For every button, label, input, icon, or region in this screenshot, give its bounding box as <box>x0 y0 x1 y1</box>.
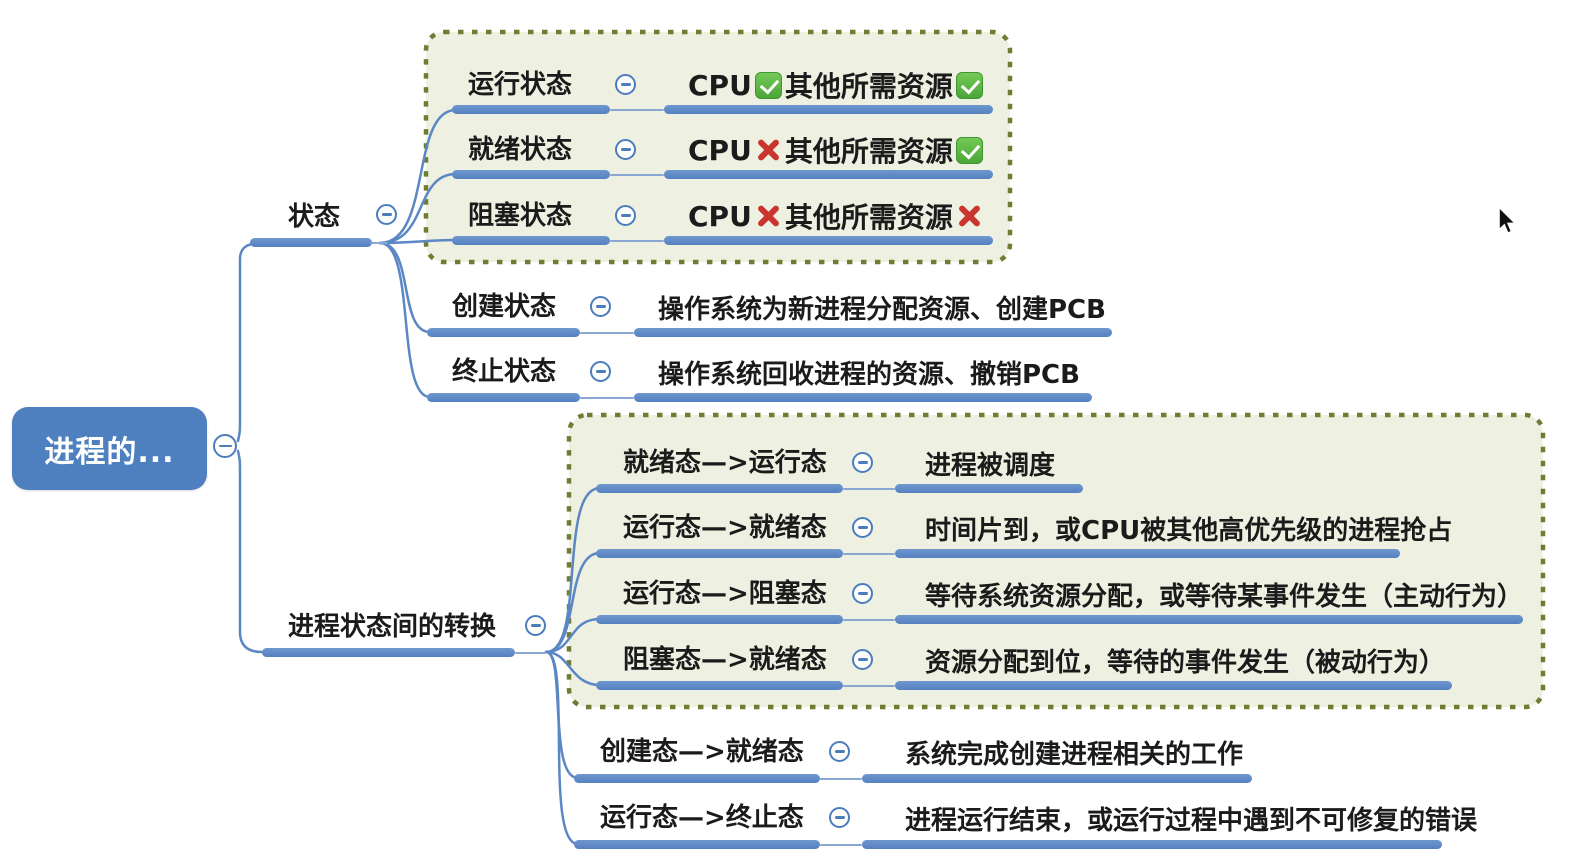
collapse-icon[interactable] <box>829 807 850 828</box>
node-running-state-content[interactable]: CPU 其他所需资源 <box>688 68 986 103</box>
node-underline-thin <box>580 331 634 334</box>
node-terminate-state-label[interactable]: 终止状态 <box>452 357 557 387</box>
node-underline-thin <box>515 651 546 654</box>
content-text: 资源分配到位，等待的事件发生（被动行为） <box>925 647 1446 678</box>
content-text: 操作系统回收进程的资源、撤销PCB <box>658 359 1080 390</box>
node-underline <box>895 615 1523 624</box>
node-underline <box>895 484 1083 493</box>
check-icon <box>955 71 983 99</box>
node-running-to-ready-content[interactable]: 时间片到，或CPU被其他高优先级的进程抢占 <box>925 511 1453 546</box>
content-text: CPU <box>688 199 752 233</box>
check-icon <box>955 136 983 164</box>
node-underline-thin <box>843 552 895 555</box>
node-underline <box>596 615 843 624</box>
content-text: 其他所需资源 <box>784 70 953 103</box>
content-text: 操作系统为新进程分配资源、创建PCB <box>658 294 1106 325</box>
node-underline <box>452 105 610 114</box>
node-underline <box>262 648 515 657</box>
node-create-state-label[interactable]: 创建状态 <box>452 292 557 322</box>
cross-icon <box>755 137 782 164</box>
node-underline <box>452 236 610 245</box>
node-underline <box>250 238 372 247</box>
node-underline <box>664 236 993 245</box>
collapse-icon[interactable] <box>615 139 636 160</box>
node-running-to-ready-label[interactable]: 运行态—>就绪态 <box>623 513 827 543</box>
root-node[interactable]: 进程的... <box>12 407 207 490</box>
node-underline-thin <box>610 173 664 176</box>
cross-icon <box>755 203 782 230</box>
node-create-to-ready-content[interactable]: 系统完成创建进程相关的工作 <box>905 735 1244 770</box>
collapse-icon[interactable] <box>852 452 873 473</box>
collapse-icon[interactable] <box>615 205 636 226</box>
node-terminate-state-content[interactable]: 操作系统回收进程的资源、撤销PCB <box>658 355 1080 390</box>
collapse-icon[interactable] <box>829 741 850 762</box>
collapse-icon[interactable] <box>376 204 397 225</box>
node-blocked-to-ready-label[interactable]: 阻塞态—>就绪态 <box>623 645 827 675</box>
node-underline <box>895 681 1452 690</box>
node-underline <box>596 681 843 690</box>
node-underline <box>452 170 610 179</box>
node-blocked-to-ready-content[interactable]: 资源分配到位，等待的事件发生（被动行为） <box>925 643 1446 678</box>
content-text: 进程被调度 <box>925 450 1056 481</box>
content-text: 其他所需资源 <box>784 135 953 168</box>
node-underline <box>862 774 1252 783</box>
node-underline-thin <box>610 239 664 242</box>
node-blocked-state-content[interactable]: CPU 其他所需资源 <box>688 199 986 235</box>
node-ready-state-content[interactable]: CPU 其他所需资源 <box>688 133 986 168</box>
node-blocked-state-label[interactable]: 阻塞状态 <box>468 201 573 231</box>
branch-states-label[interactable]: 状态 <box>288 202 341 232</box>
node-underline <box>664 170 993 179</box>
node-underline <box>574 840 820 849</box>
collapse-icon[interactable] <box>590 296 611 317</box>
check-icon <box>754 71 782 99</box>
node-underline-thin <box>843 618 895 621</box>
node-underline-thin <box>580 396 634 399</box>
mouse-cursor <box>1498 205 1518 235</box>
content-text: 时间片到，或CPU被其他高优先级的进程抢占 <box>925 515 1453 546</box>
node-underline-thin <box>370 241 388 244</box>
node-underline <box>664 105 993 114</box>
collapse-icon[interactable] <box>852 517 873 538</box>
collapse-icon[interactable] <box>852 649 873 670</box>
content-text: 进程运行结束，或运行过程中遇到不可修复的错误 <box>905 805 1478 836</box>
content-text: 其他所需资源 <box>784 201 953 234</box>
node-underline <box>634 393 1092 402</box>
node-underline <box>634 328 1112 337</box>
content-text: 系统完成创建进程相关的工作 <box>905 739 1244 770</box>
content-text: CPU <box>688 68 752 102</box>
node-create-state-content[interactable]: 操作系统为新进程分配资源、创建PCB <box>658 290 1106 325</box>
node-underline-thin <box>820 777 862 780</box>
node-create-to-ready-label[interactable]: 创建态—>就绪态 <box>600 737 804 767</box>
node-underline-thin <box>610 108 664 111</box>
collapse-icon[interactable] <box>615 74 636 95</box>
collapse-icon[interactable] <box>525 615 546 636</box>
node-underline <box>862 840 1442 849</box>
node-running-state-label[interactable]: 运行状态 <box>468 70 573 100</box>
node-ready-to-running-label[interactable]: 就绪态—>运行态 <box>623 448 827 478</box>
node-underline-thin <box>820 843 862 846</box>
node-underline <box>895 549 1400 558</box>
node-underline <box>596 484 843 493</box>
node-ready-state-label[interactable]: 就绪状态 <box>468 135 573 165</box>
content-text: 等待系统资源分配，或等待某事件发生（主动行为） <box>925 581 1524 612</box>
root-node-label: 进程的... <box>44 434 175 470</box>
node-underline <box>574 774 820 783</box>
content-text: CPU <box>688 133 752 167</box>
collapse-icon[interactable] <box>852 583 873 604</box>
node-ready-to-running-content[interactable]: 进程被调度 <box>925 446 1056 481</box>
node-underline <box>427 328 580 337</box>
node-underline <box>427 393 580 402</box>
branch-transitions-label[interactable]: 进程状态间的转换 <box>288 612 497 642</box>
node-underline-thin <box>843 684 895 687</box>
node-running-to-blocked-label[interactable]: 运行态—>阻塞态 <box>623 579 827 609</box>
collapse-icon[interactable] <box>590 361 611 382</box>
node-running-to-terminate-label[interactable]: 运行态—>终止态 <box>600 803 804 833</box>
node-running-to-blocked-content[interactable]: 等待系统资源分配，或等待某事件发生（主动行为） <box>925 577 1524 612</box>
collapse-icon[interactable] <box>213 434 237 458</box>
node-running-to-terminate-content[interactable]: 进程运行结束，或运行过程中遇到不可修复的错误 <box>905 801 1478 836</box>
node-underline <box>596 549 843 558</box>
cross-icon <box>956 203 983 230</box>
node-underline-thin <box>843 487 895 490</box>
